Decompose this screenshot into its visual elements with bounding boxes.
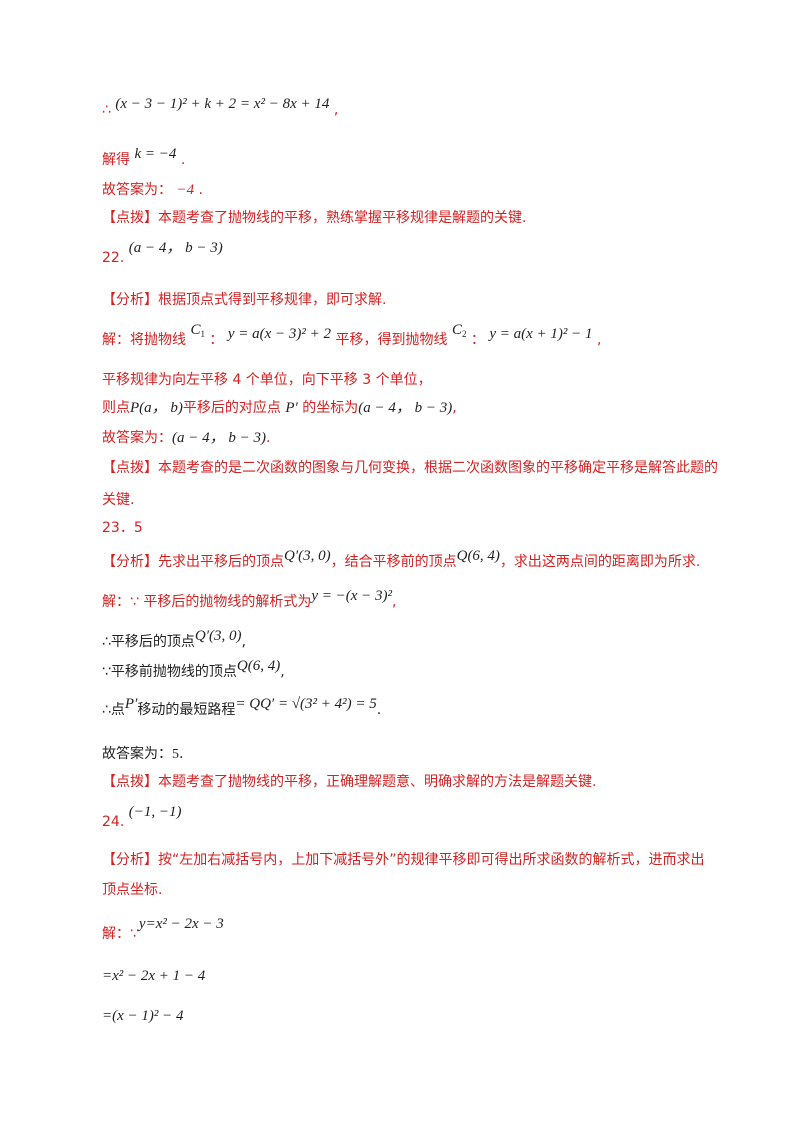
point-q-prime: Q′(3, 0) [284,548,331,564]
answer-label: 故答案为： [102,182,172,198]
line-tip-22: 【点拨】本题考查的是二次函数的图象与几何变换，根据二次函数图象的平移确定平移是解… [102,458,718,478]
point-p-prime: P′ [285,400,298,416]
analysis-text-cont: 顶点坐标. [102,882,163,898]
tip-text: 本题考查了抛物线的平移，正确理解题意、明确求解的方法是解题关键. [158,774,597,790]
line-therefore-equation: ∴ (x − 3 − 1)² + k + 2 = x² − 8x + 14 , [102,96,339,120]
text: ∴点 [102,702,125,718]
analysis-text: 按“左加右减括号内，上加下减括号外”的规律平移即可得出所求函数的解析式，进而求出 [158,852,705,868]
question-24-answer: 24. (−1, −1) [102,804,181,832]
punct: , [452,400,457,416]
line-solution-23a: 解：∵ 平移后的抛物线的解析式为y = −(x − 3)², [102,588,397,612]
tip-text: 本题考查的是二次函数的图象与几何变换，根据二次函数图象的平移确定平移是解答此题的 [158,460,718,476]
equation-c1: y = a(x − 3)² + 2 [227,326,332,342]
tip-tag: 【点拨】 [102,210,158,226]
answer-coordinate: (a − 4， b − 3) [128,240,223,256]
line-solution-23c: ∵平移前抛物线的顶点Q(6, 4), [102,658,285,682]
text: 移动的最短路程 [137,702,236,718]
c2-symbol: C2 [451,322,467,339]
equation-c2: y = a(x + 1)² − 1 [489,326,593,342]
shift-rule-text: 平移规律为向左平移 4 个单位，向下平移 3 个单位， [102,372,432,388]
line-tip-23: 【点拨】本题考查了抛物线的平移，正确理解题意、明确求解的方法是解题关键. [102,772,596,792]
equation: (x − 3 − 1)² + k + 2 = x² − 8x + 14 [115,96,330,112]
punct: . [180,152,186,168]
point-p: P(a， b) [130,400,183,416]
therefore-symbol: ∴ [102,102,111,118]
text: ∵平移前抛物线的顶点 [102,664,237,680]
line-solve-k: 解得 k = −4 . [102,146,186,170]
text: 的坐标为 [302,400,359,416]
punct: . [376,702,382,718]
coordinate: (a − 4， b − 3) [358,400,453,416]
answer-label: 故答案为： [102,430,172,446]
punct: ： [470,332,485,348]
question-number: 23．5 [102,520,143,536]
answer-label: 故答案为： [102,746,172,762]
line-point-shift: 则点P(a， b)平移后的对应点 P′ 的坐标为(a − 4， b − 3), [102,398,457,418]
solution-mid-text: 平移，得到抛物线 [335,332,448,348]
equation: =(x − 1)² − 4 [102,1008,184,1024]
analysis-text: 根据顶点式得到平移规律，即可求解. [158,292,387,308]
line-solution-22: 解：将抛物线 C1 ： y = a(x − 3)² + 2 平移，得到抛物线 C… [102,322,602,354]
line-solution-23d: ∴点P′移动的最短路程= QQ′ = √(3² + 4²) = 5. [102,696,382,720]
punct: . [179,746,184,762]
line-solution-24b: =x² − 2x + 1 − 4 [102,966,205,986]
question-number: 24. [102,814,125,830]
line-answer-21: 故答案为： −4 . [102,180,203,200]
line-tip-21: 【点拨】本题考查了抛物线的平移，熟练掌握平移规律是解题的关键. [102,208,526,228]
solve-label: 解得 [102,152,130,168]
point-p-prime: P′ [124,696,138,712]
k-value: k = −4 [134,146,177,162]
punct: . [198,182,203,198]
point-q-prime: Q′(3, 0) [194,628,242,644]
equation: y = −(x − 3)² [311,588,393,604]
punct: ： [209,332,224,348]
line-tip-22-cont: 关键. [102,490,134,510]
analysis-tag: 【分析】 [102,554,158,570]
text: 解：∵ [102,926,139,942]
tip-tag: 【点拨】 [102,460,158,476]
line-solution-23b: ∴平移后的顶点Q′(3, 0), [102,628,246,652]
line-analysis-22: 【分析】根据顶点式得到平移规律，即可求解. [102,290,386,310]
line-answer-22: 故答案为：(a − 4， b − 3). [102,428,270,448]
tip-text: 本题考查了抛物线的平移，熟练掌握平移规律是解题的关键. [158,210,527,226]
answer-value: 5 [172,747,179,762]
analysis-tag: 【分析】 [102,852,158,868]
text: 先求出平移后的顶点 [158,554,284,570]
distance-equation: = QQ′ = √(3² + 4²) = 5 [235,696,377,712]
solution-intro: 解：将抛物线 [102,332,186,348]
punct: , [597,332,602,348]
punct: . [266,430,271,446]
text: 解：∵ 平移后的抛物线的解析式为 [102,594,312,610]
line-shift-rule: 平移规律为向左平移 4 个单位，向下平移 3 个单位， [102,370,432,390]
punct: , [241,634,246,650]
text: ，求出这两点间的距离即为所求. [499,554,701,570]
answer-value: (a − 4， b − 3) [172,430,266,446]
analysis-tag: 【分析】 [102,292,158,308]
text: ，结合平移前的顶点 [330,554,457,570]
answer-value: −4 [176,182,195,198]
point-q: Q(6, 4) [456,548,500,564]
tip-tag: 【点拨】 [102,774,158,790]
text: 则点 [102,400,130,416]
line-solution-24c: =(x − 1)² − 4 [102,1006,184,1026]
punct: , [392,594,397,610]
punct: , [333,102,339,118]
text: ∴平移后的顶点 [102,634,195,650]
point-q: Q(6, 4) [236,658,281,674]
equation: y=x² − 2x − 3 [138,916,224,932]
line-analysis-24-cont: 顶点坐标. [102,880,162,900]
question-23-answer: 23．5 [102,518,143,538]
equation: =x² − 2x + 1 − 4 [102,968,206,984]
line-analysis-23: 【分析】先求出平移后的顶点Q′(3, 0)，结合平移前的顶点Q(6, 4)，求出… [102,548,701,572]
question-22-answer: 22. (a − 4， b − 3) [102,240,223,268]
line-solution-24: 解：∵y=x² − 2x − 3 [102,916,224,944]
tip-text-cont: 关键. [102,492,135,508]
c1-symbol: C1 [190,322,205,339]
text: 平移后的对应点 [182,400,281,416]
answer-coordinate: (−1, −1) [128,804,182,820]
question-number: 22. [102,250,125,266]
punct: , [280,664,285,680]
line-analysis-24: 【分析】按“左加右减括号内，上加下减括号外”的规律平移即可得出所求函数的解析式，… [102,850,705,870]
line-answer-23: 故答案为：5. [102,744,183,765]
